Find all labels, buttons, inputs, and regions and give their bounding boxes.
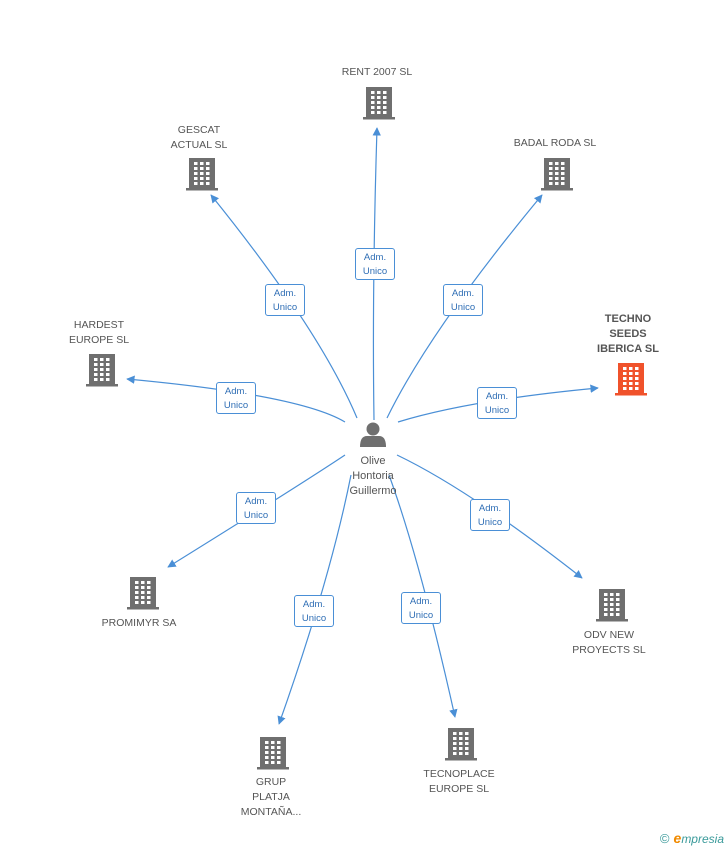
company-label-grup-platja-montana[interactable]: GRUP PLATJA MONTAÑA... <box>241 775 301 820</box>
brand-initial: e <box>673 830 682 846</box>
company-label-rent-2007-sl[interactable]: RENT 2007 SL <box>342 65 412 80</box>
role-tag-line: Adm. <box>363 252 387 263</box>
company-label-line: GESCAT <box>177 124 221 136</box>
role-tag-line: Adm. <box>224 386 248 397</box>
person-name-line: Guillermo <box>349 485 397 497</box>
role-tag-line: Adm. <box>244 496 268 507</box>
company-label-line: PROYECTS SL <box>572 644 646 656</box>
role-tag-line: Unico <box>223 400 249 411</box>
edge-gescat-actual-sl <box>210 194 358 419</box>
person-name-line: Olive <box>360 455 386 467</box>
company-label-line: HARDEST <box>73 319 125 331</box>
company-label-gescat-actual-sl[interactable]: GESCAT ACTUAL SL <box>171 123 228 153</box>
company-label-line: PROMIMYR SA <box>101 617 177 629</box>
company-label-line: ACTUAL SL <box>170 139 228 151</box>
role-tag-line: Adm. <box>485 391 509 402</box>
company-label-line: TECHNO <box>604 313 652 325</box>
role-tag-badal-roda-sl[interactable]: Adm. Unico <box>443 284 483 316</box>
role-tag-techno-seeds-iberica-sl[interactable]: Adm. Unico <box>477 387 517 419</box>
role-tag-line: Adm. <box>451 288 475 299</box>
footer-brand: ©empresia <box>660 830 724 846</box>
company-label-line: SEEDS <box>609 328 647 340</box>
role-tag-line: Unico <box>272 302 298 313</box>
company-label-line: GRUP <box>255 776 287 788</box>
role-tag-grup-platja-montana[interactable]: Adm. Unico <box>294 595 334 627</box>
role-tag-line: Unico <box>450 302 476 313</box>
building-icon-rent-2007-sl[interactable] <box>363 87 395 120</box>
role-tag-line: Unico <box>243 510 269 521</box>
company-label-line: EUROPE SL <box>428 783 490 795</box>
edge-tecnoplace-europe-sl <box>388 474 458 718</box>
role-tag-line: Adm. <box>273 288 297 299</box>
role-tag-line: Adm. <box>409 596 433 607</box>
role-tag-line: Unico <box>362 266 388 277</box>
building-icon-techno-seeds-iberica-sl[interactable] <box>615 363 647 396</box>
company-label-promimyr-sa[interactable]: PROMIMYR SA <box>102 616 177 631</box>
company-label-line: BADAL RODA SL <box>513 137 597 149</box>
building-icon-hardest-europe-sl[interactable] <box>86 354 118 387</box>
edge-badal-roda-sl <box>386 194 543 419</box>
company-label-line: EUROPE SL <box>68 334 130 346</box>
building-icon-gescat-actual-sl[interactable] <box>186 158 218 191</box>
role-tag-line: Adm. <box>302 599 326 610</box>
role-tag-tecnoplace-europe-sl[interactable]: Adm. Unico <box>401 592 441 624</box>
company-label-line: ODV NEW <box>583 629 635 641</box>
company-label-line: PLATJA <box>252 791 290 803</box>
company-label-line: RENT 2007 SL <box>341 66 413 78</box>
company-label-line: TECNOPLACE <box>423 768 495 780</box>
company-label-line: MONTAÑA... <box>240 806 302 818</box>
company-label-line: IBERICA SL <box>597 343 659 355</box>
edge-hardest-europe-sl <box>126 375 346 423</box>
person-name-line: Hontoria <box>352 470 394 482</box>
edge-promimyr-sa <box>167 454 346 568</box>
building-icon-promimyr-sa[interactable] <box>127 577 159 610</box>
role-tag-gescat-actual-sl[interactable]: Adm. Unico <box>265 284 305 316</box>
company-label-tecnoplace-europe-sl[interactable]: TECNOPLACE EUROPE SL <box>423 767 494 797</box>
role-tag-line: Unico <box>408 610 434 621</box>
company-label-hardest-europe-sl[interactable]: HARDEST EUROPE SL <box>69 318 129 348</box>
building-icon-tecnoplace-europe-sl[interactable] <box>445 728 477 761</box>
edge-rent-2007-sl <box>372 127 381 421</box>
copyright-icon: © <box>659 831 670 846</box>
role-tag-line: Unico <box>477 517 503 528</box>
building-icon-grup-platja-montana[interactable] <box>257 737 289 770</box>
edge-grup-platja-montana <box>277 474 352 725</box>
company-label-odv-new-proyects-sl[interactable]: ODV NEW PROYECTS SL <box>572 628 646 658</box>
company-label-badal-roda-sl[interactable]: BADAL RODA SL <box>514 136 596 151</box>
role-tag-odv-new-proyects-sl[interactable]: Adm. Unico <box>470 499 510 531</box>
company-label-techno-seeds-iberica-sl[interactable]: TECHNO SEEDS IBERICA SL <box>597 312 659 357</box>
role-tag-rent-2007-sl[interactable]: Adm. Unico <box>355 248 395 280</box>
person-icon[interactable] <box>360 422 386 448</box>
building-icon-odv-new-proyects-sl[interactable] <box>596 589 628 622</box>
role-tag-line: Unico <box>484 405 510 416</box>
role-tag-promimyr-sa[interactable]: Adm. Unico <box>236 492 276 524</box>
role-tag-hardest-europe-sl[interactable]: Adm. Unico <box>216 382 256 414</box>
role-tag-line: Adm. <box>478 503 502 514</box>
building-icon-badal-roda-sl[interactable] <box>541 158 573 191</box>
brand-name: mpresia <box>681 832 724 846</box>
role-tag-line: Unico <box>301 613 327 624</box>
